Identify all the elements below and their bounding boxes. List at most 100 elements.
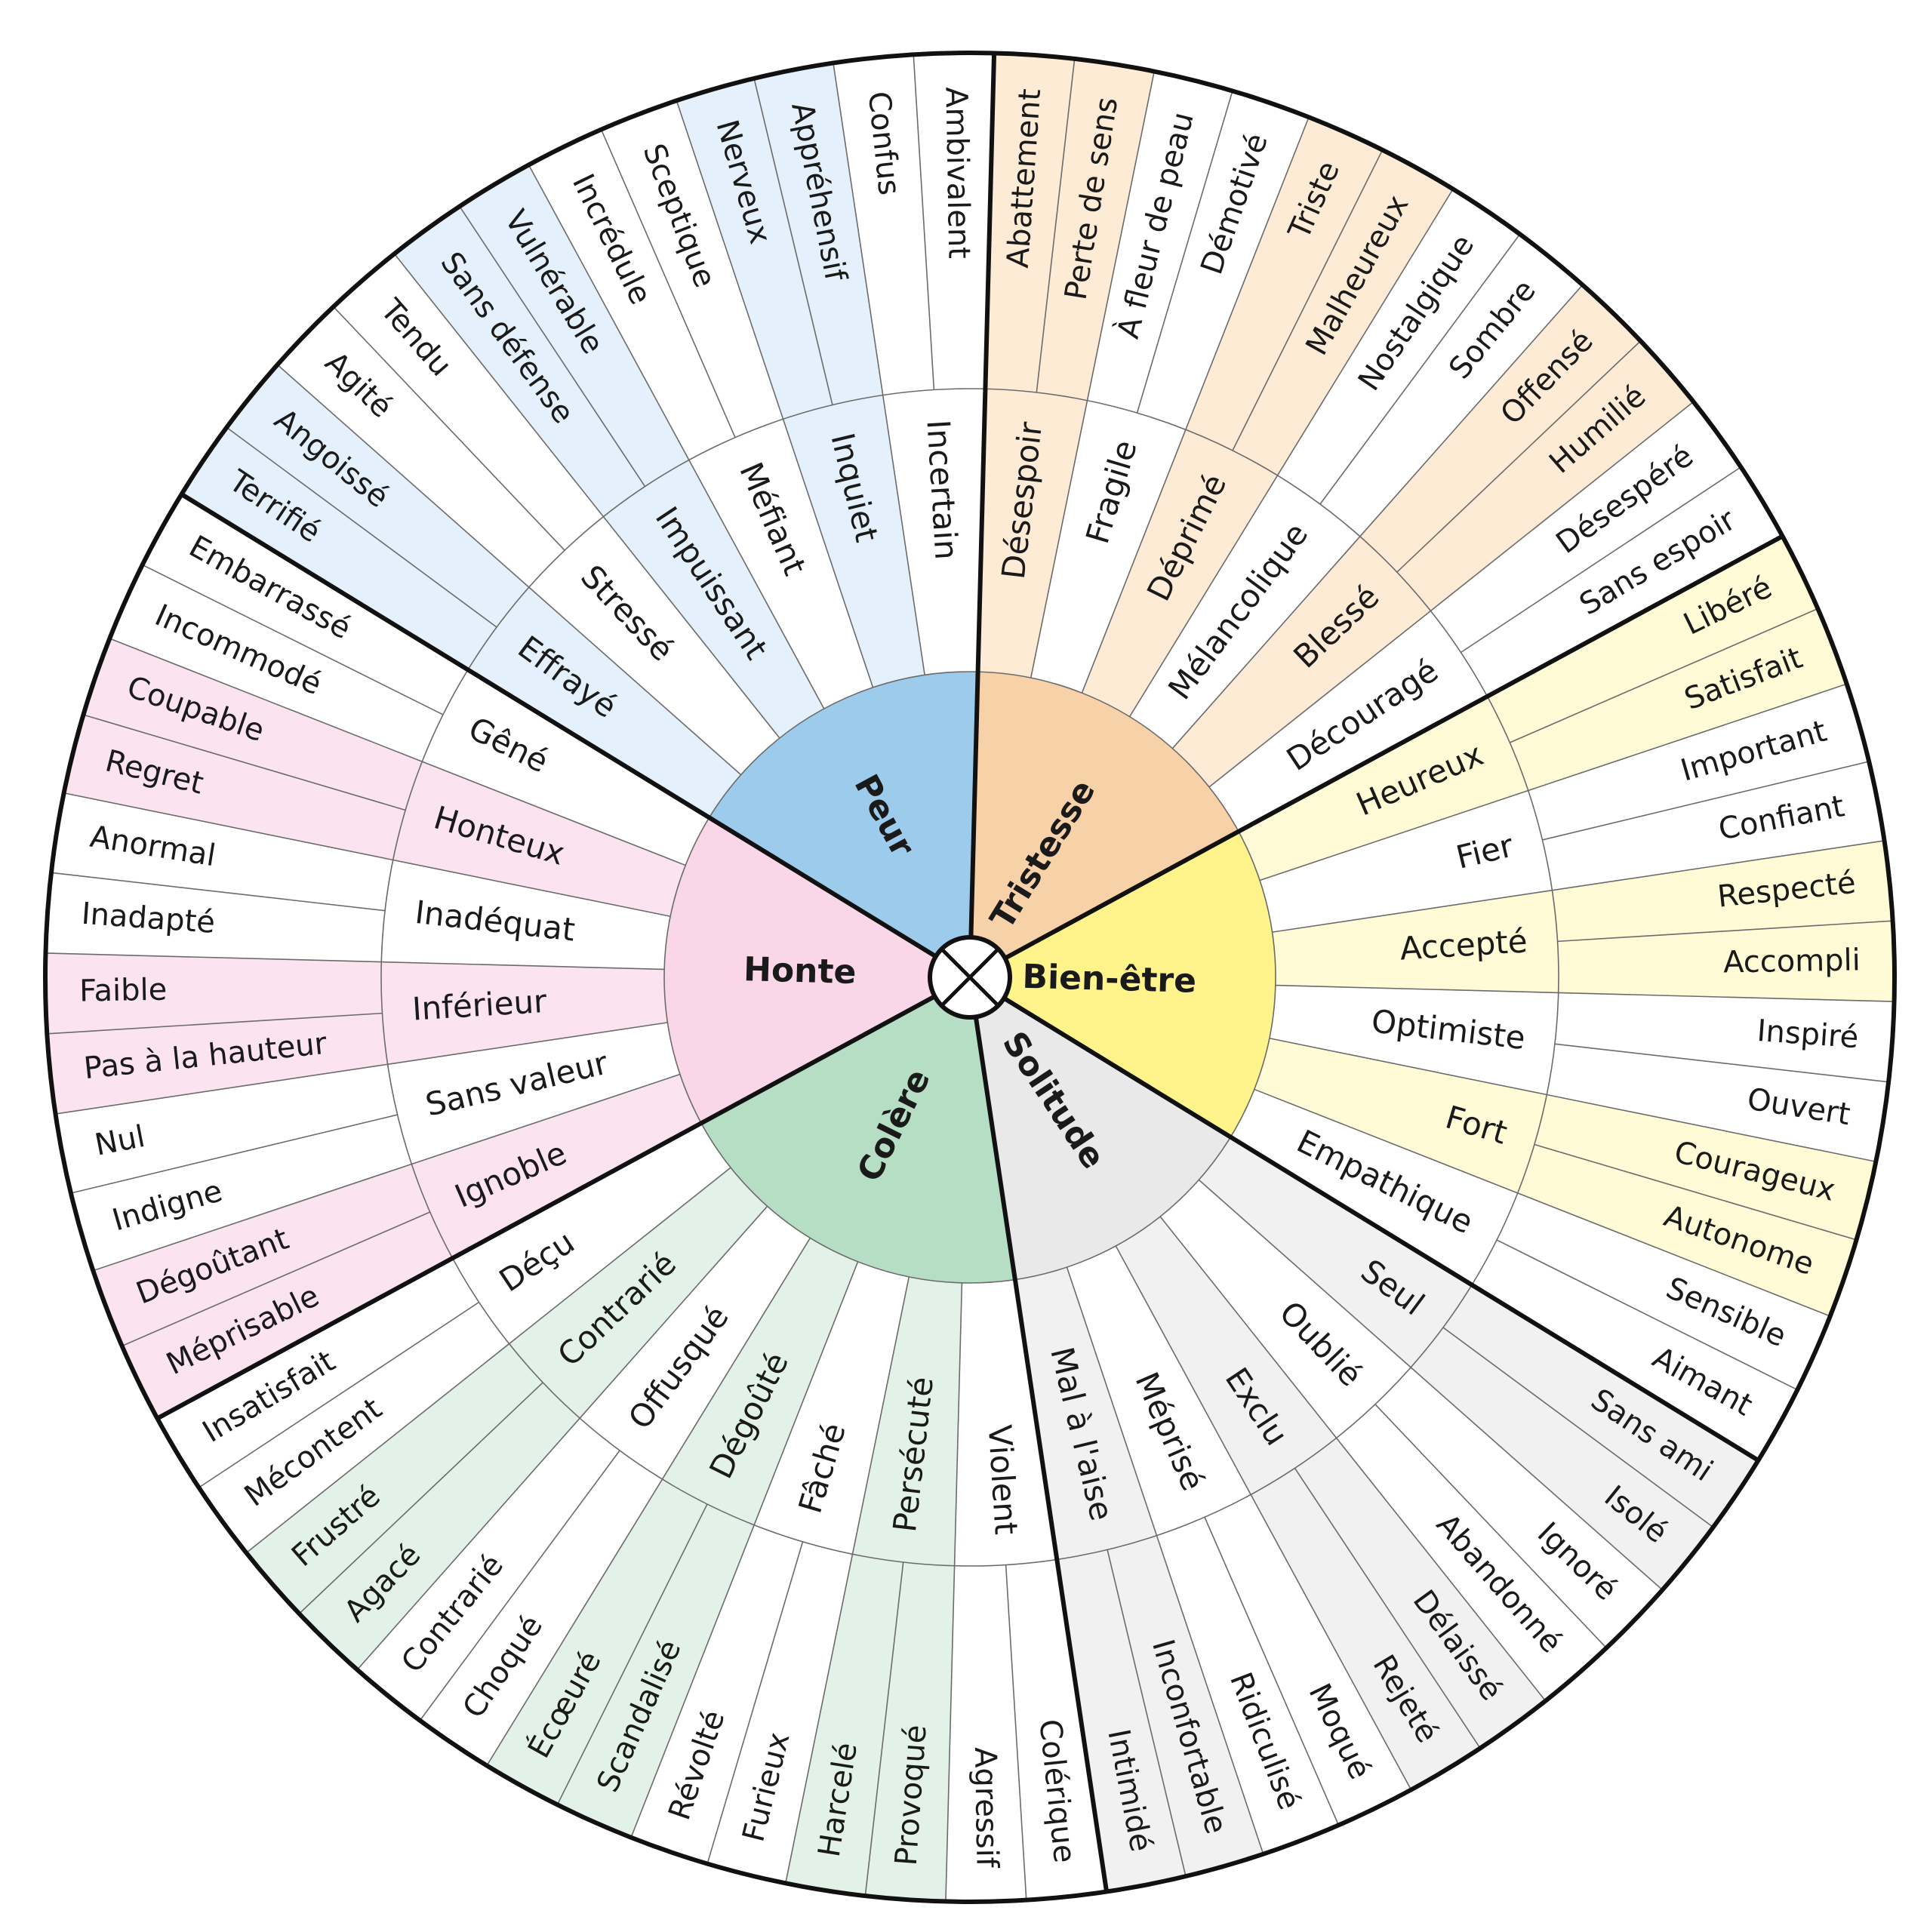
- outer-segment: [122, 1212, 453, 1419]
- outer-emotion-label: Accompli: [1723, 943, 1861, 980]
- middle-segment: [1260, 790, 1553, 933]
- outer-segment: [1552, 840, 1893, 942]
- core-segment: [663, 817, 936, 1124]
- outer-segment: [51, 792, 393, 911]
- outer-emotion-label: Ambivalent: [938, 87, 976, 260]
- outer-segment: [631, 1524, 803, 1864]
- outer-segment: [333, 254, 604, 551]
- center-symbol: [928, 935, 1012, 1020]
- middle-segment: [662, 1238, 858, 1525]
- middle-segment: [509, 1168, 768, 1419]
- middle-segment: [1208, 611, 1488, 832]
- middle-emotion-label: Accepté: [1399, 922, 1528, 967]
- outer-segment: [357, 1418, 620, 1721]
- outer-segment: [1277, 189, 1520, 504]
- outer-segment: [676, 78, 833, 420]
- middle-segment: [688, 419, 873, 709]
- middle-segment: [977, 389, 1088, 678]
- outer-segment: [199, 1302, 509, 1553]
- middle-segment: [882, 389, 986, 675]
- middle-segment: [422, 669, 710, 866]
- outer-segment: [601, 100, 783, 438]
- middle-emotion-label: Violent: [981, 1423, 1025, 1536]
- outer-emotion-label: Agressif: [968, 1747, 1005, 1869]
- outer-segment: [985, 53, 1075, 393]
- outer-segment: [277, 306, 565, 588]
- middle-segment: [1269, 985, 1559, 1095]
- outer-segment: [299, 1382, 580, 1670]
- outer-segment: [707, 1541, 853, 1884]
- outer-segment: [1251, 1468, 1481, 1790]
- outer-segment: [70, 1115, 412, 1271]
- outer-segment: [1205, 1494, 1411, 1826]
- outer-segment: [1156, 1517, 1339, 1854]
- outer-segment: [1185, 117, 1383, 451]
- outer-segment: [1005, 1559, 1107, 1900]
- category-divider: [968, 53, 997, 938]
- outer-segment: [246, 1343, 543, 1614]
- category-divider: [1004, 534, 1784, 961]
- outer-segment: [109, 565, 443, 762]
- middle-segment: [603, 460, 824, 739]
- core-emotion-label: Bien-être: [1022, 958, 1197, 1001]
- outer-segment: [1233, 149, 1454, 475]
- outer-segment: [93, 1164, 430, 1346]
- outer-segment: [1137, 91, 1309, 430]
- middle-segment: [1067, 1245, 1251, 1536]
- middle-segment: [1254, 1038, 1547, 1193]
- outer-segment: [1057, 1549, 1186, 1892]
- middle-segment: [580, 1206, 811, 1480]
- category-divider: [973, 1016, 1110, 1892]
- core-emotion-label: Honte: [743, 950, 857, 992]
- outer-segment: [865, 1561, 955, 1902]
- outer-segment: [1461, 466, 1783, 697]
- outer-segment: [913, 53, 995, 390]
- middle-segment: [1160, 1180, 1411, 1438]
- middle-segment: [528, 516, 780, 775]
- outer-segment: [1087, 71, 1233, 414]
- middle-segment: [954, 1279, 1057, 1566]
- outer-segment: [420, 1451, 663, 1766]
- outer-segment: [1359, 285, 1641, 573]
- outer-segment: [47, 1013, 388, 1115]
- outer-segment: [1528, 684, 1870, 840]
- outer-segment: [1396, 340, 1694, 611]
- outer-segment: [785, 1554, 903, 1897]
- outer-rim: [43, 51, 1897, 1904]
- middle-segment: [1129, 475, 1360, 749]
- outer-segment: [833, 54, 934, 395]
- outer-segment: [1430, 401, 1741, 653]
- middle-segment: [754, 1261, 910, 1555]
- middle-emotion-label: Incertain: [919, 419, 965, 561]
- outer-segment: [1443, 1284, 1759, 1527]
- outer-segment: [1542, 761, 1885, 891]
- outer-segment: [55, 1064, 398, 1193]
- outer-segment: [1517, 1144, 1857, 1316]
- core-segment: [709, 671, 978, 957]
- category-divider: [156, 994, 936, 1421]
- middle-segment: [1030, 400, 1186, 694]
- outer-segment: [1411, 1327, 1713, 1590]
- outer-segment: [1107, 1535, 1264, 1877]
- outer-segment: [945, 1564, 1027, 1902]
- outer-segment: [1294, 1438, 1546, 1749]
- middle-segment: [1116, 1216, 1337, 1495]
- middle-segment: [1082, 429, 1278, 717]
- category-divider: [180, 492, 937, 958]
- middle-segment: [452, 1123, 731, 1344]
- middle-segment: [467, 587, 741, 818]
- middle-segment: [852, 1276, 962, 1566]
- outer-segment: [1547, 1044, 1889, 1162]
- outer-segment: [754, 63, 883, 405]
- outer-segment: [528, 129, 735, 460]
- outer-segment: [142, 494, 468, 715]
- middle-segment: [1230, 1089, 1518, 1285]
- middle-segment: [1238, 696, 1528, 881]
- outer-segment: [1534, 1094, 1876, 1240]
- middle-segment: [1172, 536, 1431, 787]
- outer-segment: [45, 872, 386, 962]
- outer-segment: [486, 1479, 707, 1805]
- middle-segment: [380, 961, 668, 1065]
- middle-segment: [411, 1074, 702, 1259]
- outer-segment: [1374, 1367, 1663, 1648]
